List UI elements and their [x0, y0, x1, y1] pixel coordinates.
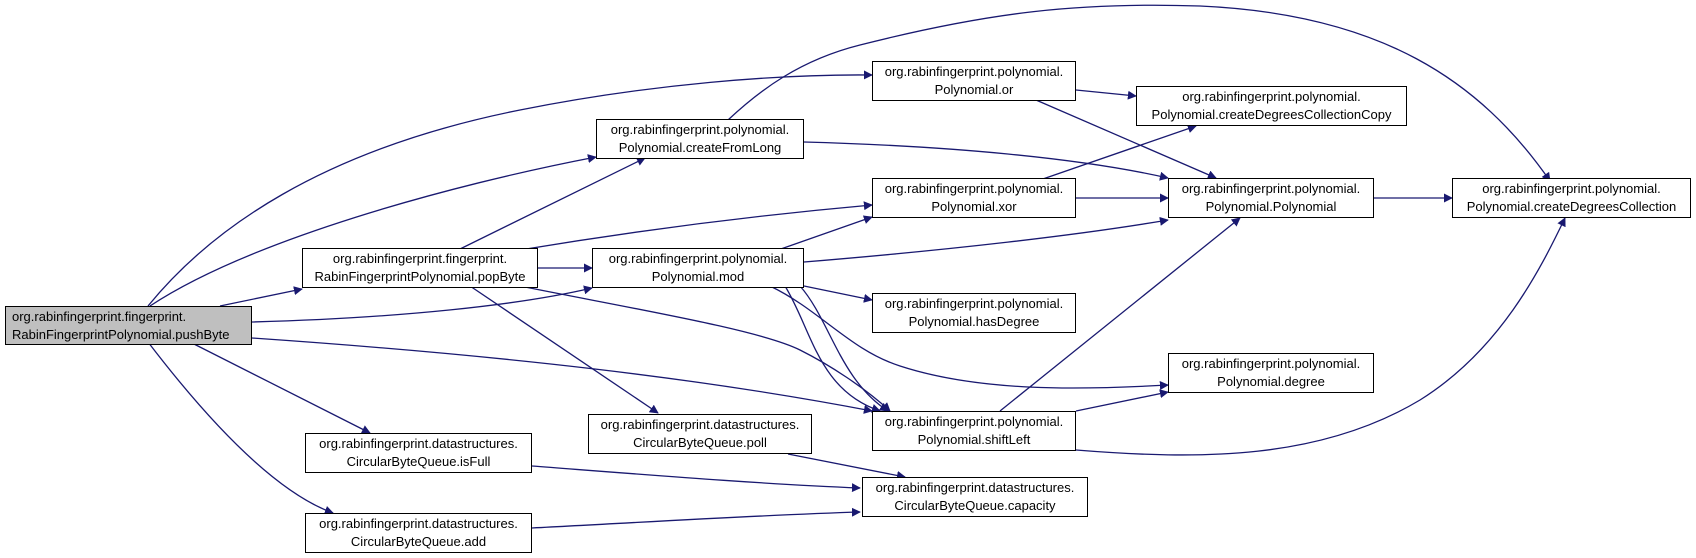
edge-pushByte-shiftLeft	[251, 337, 873, 414]
edge-mod-xor	[777, 215, 873, 251]
edge-pushByte-createFromLong	[149, 154, 597, 307]
node-popByte-line2: RabinFingerprintPolynomial.popByte	[314, 269, 526, 284]
node-pushByte[interactable]: org.rabinfingerprint.fingerprint. RabinF…	[5, 306, 252, 345]
node-mod-line1: org.rabinfingerprint.polynomial.	[608, 251, 788, 266]
node-polynomialCtor-line1: org.rabinfingerprint.polynomial.	[1181, 181, 1361, 196]
edge-pushByte-or	[147, 70, 873, 307]
edge-popByte-poll	[469, 285, 659, 414]
edge-popByte-shiftLeft	[519, 285, 891, 412]
node-createDegreesCollection-line1: org.rabinfingerprint.polynomial.	[1482, 181, 1661, 196]
node-add-line2: CircularByteQueue.add	[350, 534, 487, 549]
node-or[interactable]: org.rabinfingerprint.polynomial. Polynom…	[872, 61, 1076, 101]
edge-mod-polynomialCtor	[803, 216, 1169, 263]
node-hasDegree-line2: Polynomial.hasDegree	[908, 314, 1040, 329]
node-popByte-line1: org.rabinfingerprint.fingerprint.	[332, 251, 508, 266]
node-xor-line1: org.rabinfingerprint.polynomial.	[884, 181, 1064, 196]
edge-shiftLeft-degree	[1075, 389, 1169, 412]
edge-pushByte-popByte	[219, 286, 303, 307]
node-capacity-line1: org.rabinfingerprint.datastructures.	[875, 480, 1075, 495]
node-createDegreesCollectionCopy-line1: org.rabinfingerprint.polynomial.	[1182, 89, 1361, 104]
node-pushByte-line2: RabinFingerprintPolynomial.pushByte	[12, 326, 230, 342]
node-capacity[interactable]: org.rabinfingerprint.datastructures. Cir…	[862, 477, 1088, 517]
node-shiftLeft-line2: Polynomial.shiftLeft	[917, 432, 1031, 447]
node-poll[interactable]: org.rabinfingerprint.datastructures. Cir…	[588, 414, 812, 454]
edge-createFromLong-polynomialCtor	[803, 141, 1169, 181]
node-or-line1: org.rabinfingerprint.polynomial.	[884, 64, 1064, 79]
node-createDegreesCollection[interactable]: org.rabinfingerprint.polynomial. Polynom…	[1452, 178, 1691, 218]
edge-or-polynomialCtor	[1035, 99, 1217, 179]
node-createDegreesCollectionCopy-line2: Polynomial.createDegreesCollectionCopy	[1151, 107, 1392, 122]
node-mod-line2: Polynomial.mod	[651, 269, 745, 284]
edge-isFull-capacity	[531, 465, 861, 493]
node-degree-line2: Polynomial.degree	[1217, 374, 1325, 389]
node-degree-line1: org.rabinfingerprint.polynomial.	[1181, 356, 1361, 371]
node-shiftLeft[interactable]: org.rabinfingerprint.polynomial. Polynom…	[872, 411, 1076, 451]
node-or-line2: Polynomial.or	[934, 82, 1014, 97]
node-poll-line2: CircularByteQueue.poll	[633, 435, 767, 450]
node-pushByte-line1: org.rabinfingerprint.fingerprint.	[12, 308, 187, 324]
node-polynomialCtor-line2: Polynomial.Polynomial	[1205, 199, 1337, 214]
node-add-line1: org.rabinfingerprint.datastructures.	[319, 516, 518, 531]
edge-createFromLong-createDegreesCollection	[727, 4, 1551, 182]
node-hasDegree-line1: org.rabinfingerprint.polynomial.	[884, 296, 1064, 311]
node-add[interactable]: org.rabinfingerprint.datastructures. Cir…	[305, 513, 532, 553]
node-polynomialCtor[interactable]: org.rabinfingerprint.polynomial. Polynom…	[1168, 178, 1374, 218]
edge-mod-shiftLeft	[799, 285, 889, 412]
node-createDegreesCollectionCopy[interactable]: org.rabinfingerprint.polynomial. Polynom…	[1136, 86, 1407, 126]
node-mod[interactable]: org.rabinfingerprint.polynomial. Polynom…	[592, 248, 804, 288]
node-poll-line1: org.rabinfingerprint.datastructures.	[600, 417, 800, 432]
edge-pushByte-isFull	[189, 341, 371, 434]
node-createFromLong-line1: org.rabinfingerprint.polynomial.	[610, 122, 790, 137]
edge-mod-hasDegree	[803, 285, 873, 303]
edge-mod-degree	[769, 285, 1169, 390]
node-xor-line2: Polynomial.xor	[931, 199, 1017, 214]
edge-shiftLeft-createDegreesCollection	[1075, 217, 1566, 456]
edge-xor-createDegreesCollectionCopy	[1039, 124, 1197, 181]
edge-poll-capacity	[787, 453, 906, 480]
node-isFull[interactable]: org.rabinfingerprint.datastructures. Cir…	[305, 433, 532, 473]
node-popByte[interactable]: org.rabinfingerprint.fingerprint. RabinF…	[302, 248, 538, 288]
node-isFull-line1: org.rabinfingerprint.datastructures.	[319, 436, 518, 451]
edge-pushByte-add	[147, 341, 334, 515]
node-xor[interactable]: org.rabinfingerprint.polynomial. Polynom…	[872, 178, 1076, 218]
edge-pushByte-mod	[251, 285, 593, 323]
node-capacity-line2: CircularByteQueue.capacity	[894, 498, 1056, 513]
node-shiftLeft-line1: org.rabinfingerprint.polynomial.	[884, 414, 1064, 429]
node-createFromLong-line2: Polynomial.createFromLong	[618, 140, 782, 155]
node-createFromLong[interactable]: org.rabinfingerprint.polynomial. Polynom…	[596, 119, 804, 159]
node-isFull-line2: CircularByteQueue.isFull	[346, 454, 491, 469]
edge-or-createDegreesCollectionCopy	[1075, 89, 1137, 100]
edge-shiftLeft-polynomialCtor	[999, 217, 1241, 412]
edge-add-capacity	[531, 507, 861, 529]
node-hasDegree[interactable]: org.rabinfingerprint.polynomial. Polynom…	[872, 293, 1076, 333]
edge-popByte-xor	[519, 201, 873, 251]
edge-mod-shiftLeft-2	[784, 285, 881, 413]
node-createDegreesCollection-line2: Polynomial.createDegreesCollection	[1466, 199, 1677, 214]
node-degree[interactable]: org.rabinfingerprint.polynomial. Polynom…	[1168, 353, 1374, 393]
edge-popByte-createFromLong	[457, 157, 646, 251]
